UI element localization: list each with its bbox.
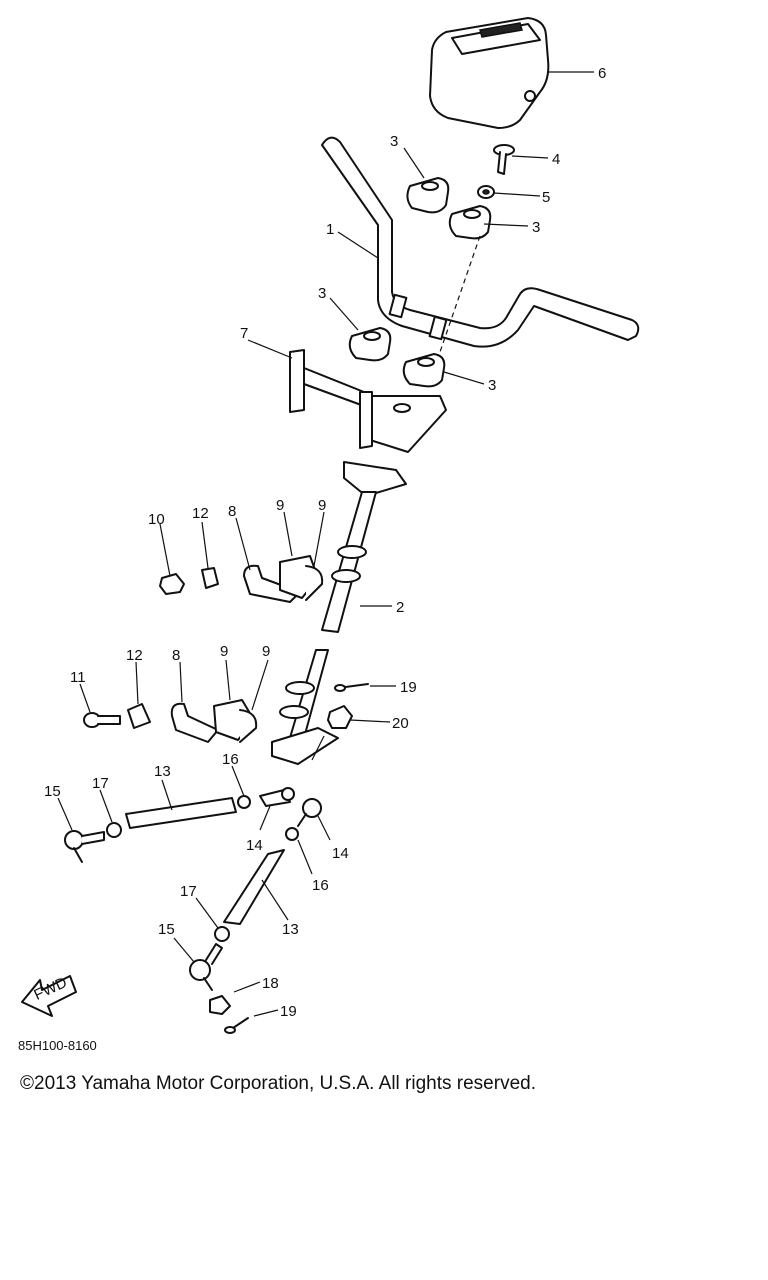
callout-14: 14 [246, 837, 263, 854]
part-12-cotter-pin-upper [201, 567, 219, 589]
fwd-arrow-icon: FWD [21, 974, 77, 1017]
part-6-handlebar-pad [429, 17, 550, 129]
callout-15: 15 [158, 921, 175, 938]
part-10-nut-upper [159, 573, 185, 595]
part-8-clamp-lower [170, 702, 219, 743]
part-4-bolt [493, 144, 515, 175]
callout-5: 5 [542, 189, 550, 206]
callout-3: 3 [318, 285, 326, 302]
callout-17: 17 [92, 775, 109, 792]
callout-8: 8 [172, 647, 180, 664]
part-14-rod-end-left [259, 787, 295, 807]
part-19-cotter-pin-lower [224, 1017, 249, 1034]
part-11-bolt-lower [83, 712, 121, 728]
callout-3: 3 [390, 133, 398, 150]
callout-16: 16 [222, 751, 239, 768]
callout-9: 9 [318, 497, 326, 514]
part-7-bracket [289, 349, 447, 453]
callout-12: 12 [192, 505, 209, 522]
callout-13: 13 [282, 921, 299, 938]
part-5-washer [477, 185, 495, 199]
callout-8: 8 [228, 503, 236, 520]
callout-9: 9 [262, 643, 270, 660]
part-3-holder-upper-right [448, 205, 492, 240]
callout-6: 6 [598, 65, 606, 82]
leader-lines [57, 71, 594, 1017]
callout-16: 16 [312, 877, 329, 894]
part-13-tie-rod-horizontal [125, 797, 237, 829]
callout-20: 20 [392, 715, 409, 732]
part-16-nut-lower [285, 827, 299, 841]
callout-15: 15 [44, 783, 61, 800]
part-15-rod-end-left [64, 830, 105, 863]
part-9-bush-upper [279, 555, 324, 601]
callout-10: 10 [148, 511, 165, 528]
callout-13: 13 [154, 763, 171, 780]
callout-19: 19 [400, 679, 417, 696]
part-16-nut-upper [237, 795, 251, 809]
callout-17: 17 [180, 883, 197, 900]
part-17-nut-lower [214, 926, 230, 942]
copyright-notice: ©2013 Yamaha Motor Corporation, U.S.A. A… [20, 1073, 536, 1094]
callout-3: 3 [532, 219, 540, 236]
part-3-holder-lower-left [348, 327, 392, 362]
part-20-nut [327, 705, 353, 729]
part-19-cotter-pin-upper [334, 683, 369, 692]
part-13-tie-rod-diagonal [223, 849, 285, 925]
callout-4: 4 [552, 151, 560, 168]
part-3-holder-lower-right [402, 353, 446, 388]
part-9-bush-lower [213, 699, 258, 743]
part-2-steering-column [271, 461, 407, 765]
callout-11: 11 [70, 669, 86, 686]
callout-2: 2 [396, 599, 404, 616]
parts-diagram: FWD [21, 17, 640, 1034]
part-15-rod-end-lower [189, 943, 223, 991]
callout-1: 1 [326, 221, 334, 238]
part-1-handlebar [321, 136, 640, 348]
part-18-nut [209, 995, 231, 1015]
part-17-nut-left [106, 822, 122, 838]
part-12-cotter-pin-lower [127, 703, 151, 729]
part-3-holder-upper-left [406, 177, 450, 214]
callout-19: 19 [280, 1003, 297, 1020]
callout-18: 18 [262, 975, 279, 992]
callout-12: 12 [126, 647, 143, 664]
callout-14: 14 [332, 845, 349, 862]
callout-3: 3 [488, 377, 496, 394]
callout-9: 9 [220, 643, 228, 660]
callout-9: 9 [276, 497, 284, 514]
callout-7: 7 [240, 325, 248, 342]
diagram-code: 85H100-8160 [18, 1038, 97, 1053]
part-14-rod-end-right [297, 798, 322, 827]
